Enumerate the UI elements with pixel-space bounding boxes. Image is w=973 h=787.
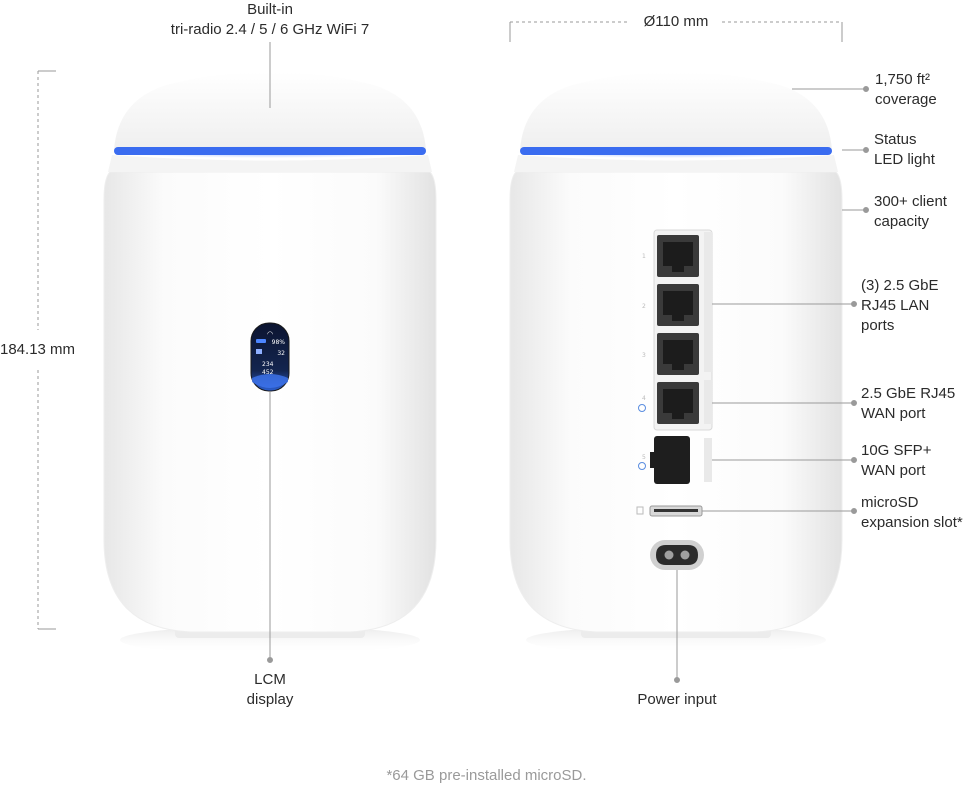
wan-globe-icon-4 bbox=[638, 404, 646, 412]
diameter-dimension bbox=[509, 21, 843, 42]
port-number-2: 2 bbox=[642, 303, 646, 310]
callout-microsd bbox=[702, 508, 857, 514]
port-number-5: 5 bbox=[642, 454, 646, 461]
callout-power bbox=[674, 570, 680, 683]
label-sfp-port: 10G SFP+WAN port bbox=[861, 442, 932, 479]
microsd-icon bbox=[636, 506, 644, 515]
callout-sfp-port bbox=[712, 457, 857, 463]
port-number-4: 4 bbox=[642, 395, 646, 402]
sfp-plus-port bbox=[650, 436, 712, 484]
label-height: 184.13 mm bbox=[0, 340, 76, 360]
height-dimension bbox=[37, 70, 56, 630]
callout-lan-ports bbox=[712, 301, 857, 307]
lcm-upload: 452 bbox=[262, 369, 274, 376]
port-number-1: 1 bbox=[642, 253, 646, 260]
callout-coverage bbox=[792, 86, 869, 92]
port-number-3: 3 bbox=[642, 352, 646, 359]
wan-globe-icon-5 bbox=[638, 462, 646, 470]
callout-status-led bbox=[842, 147, 869, 153]
lcm-clients: 32 bbox=[277, 350, 285, 357]
status-led-back bbox=[520, 147, 832, 155]
callout-wan-port bbox=[712, 400, 857, 406]
label-power: Power input bbox=[637, 691, 717, 708]
callout-lcm bbox=[267, 392, 273, 663]
rj45-wan-port bbox=[657, 382, 699, 424]
footnote: *64 GB pre-installed microSD. bbox=[386, 767, 587, 784]
lcm-signal: 98% bbox=[272, 339, 286, 346]
rj45-lan-port-1 bbox=[657, 235, 699, 277]
power-input-socket bbox=[650, 540, 704, 570]
lcm-download: 234 bbox=[262, 361, 274, 368]
lcm-screen: ◠ 98% 32 234 452 bbox=[250, 322, 290, 392]
router-back-view: 1 2 3 4 5 bbox=[509, 72, 843, 654]
lcm-wifi-icon: ◠ bbox=[267, 330, 273, 338]
rj45-lan-port-3 bbox=[657, 333, 699, 375]
status-led-front bbox=[114, 147, 426, 155]
rj45-lan-port-2 bbox=[657, 284, 699, 326]
label-diameter: Ø110 mm bbox=[643, 13, 709, 30]
callout-client-capacity bbox=[842, 207, 869, 213]
